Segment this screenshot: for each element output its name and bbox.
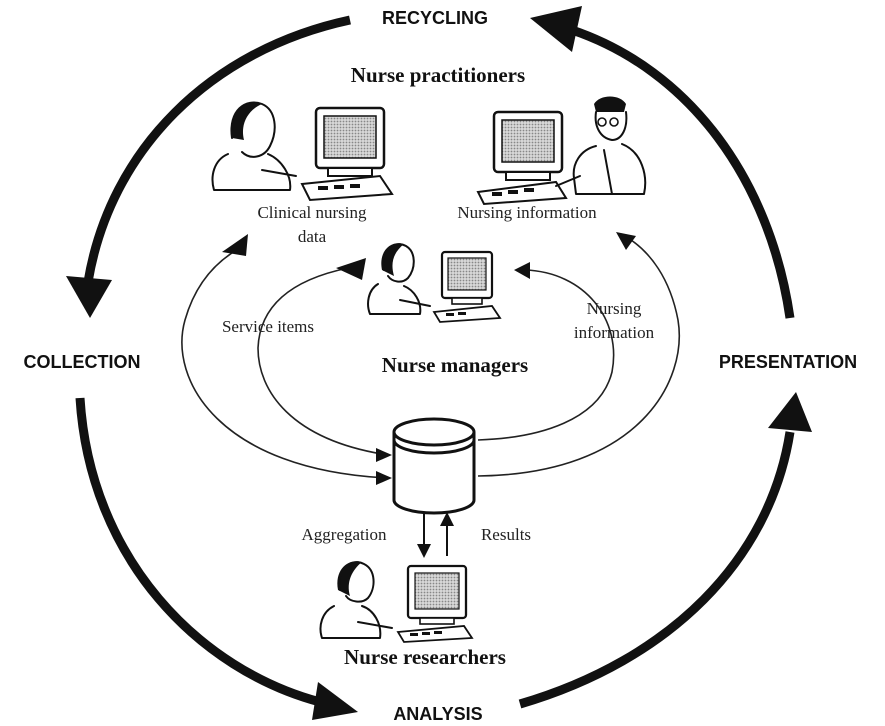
flow-arrowhead-nursing-information — [616, 232, 636, 250]
cycle-arrowhead-collection — [66, 276, 112, 318]
practitioner-right-workstation — [476, 96, 647, 206]
flow-arrowhead-clinical-data — [222, 234, 248, 256]
flow-arrowhead-managers-right — [514, 262, 530, 279]
flow-label-clinical-data: data — [298, 227, 327, 246]
flow-curve-managers-to-database — [477, 269, 615, 441]
cycle-arrowhead-recycling — [530, 6, 582, 52]
practitioner-left-workstation — [211, 101, 394, 202]
person-icon — [211, 101, 297, 191]
flow-label-nursing-information-1: Nursing — [587, 299, 642, 318]
role-title-practitioners: Nurse practitioners — [351, 63, 525, 87]
flow-label-results: Results — [481, 525, 531, 544]
cycle-arc-recycling-to-collection — [83, 15, 351, 283]
researcher-workstation — [319, 561, 474, 643]
role-title-researchers: Nurse researchers — [344, 645, 506, 669]
flow-curve-to-nursing-information — [477, 237, 680, 477]
flow-label-aggregation: Aggregation — [302, 525, 387, 544]
cycle-label-collection: COLLECTION — [24, 352, 141, 372]
cycle-arc-collection-to-analysis — [75, 397, 322, 707]
flow-arrowhead-into-database-1 — [376, 448, 392, 462]
outer-cycle — [66, 6, 812, 720]
inner-flows — [181, 232, 680, 558]
person-icon — [319, 561, 393, 639]
cycle-arc-presentation-to-recycling — [570, 25, 795, 319]
cycle-arc-analysis-to-presentation — [518, 431, 795, 709]
results-arrowhead — [440, 512, 454, 526]
cycle-label-recycling: RECYCLING — [382, 8, 488, 28]
cycle-label-analysis: ANALYSIS — [393, 704, 482, 724]
cycle-label-presentation: PRESENTATION — [719, 352, 857, 372]
aggregation-arrowhead — [417, 544, 431, 558]
flow-arrowhead-into-database-2 — [376, 471, 392, 485]
flow-label-service-items: Service items — [222, 317, 314, 336]
computer-workstation-icon — [476, 110, 568, 206]
person-icon — [555, 96, 647, 195]
flow-label-clinical-nursing: Clinical nursing — [257, 203, 367, 222]
computer-workstation-icon — [432, 250, 502, 323]
flow-arrowhead-managers — [336, 258, 366, 280]
flow-curve-to-clinical-data — [181, 247, 389, 479]
database-cylinder-icon — [392, 417, 476, 515]
flow-label-nursing-information-top: Nursing information — [457, 203, 597, 222]
computer-workstation-icon — [300, 106, 394, 202]
cycle-arrowhead-presentation — [768, 392, 812, 432]
flow-label-nursing-information-2: information — [574, 323, 655, 342]
person-icon — [367, 243, 431, 315]
computer-workstation-icon — [396, 564, 474, 643]
cycle-arrowhead-analysis — [312, 682, 358, 720]
flow-curve-to-managers — [257, 267, 389, 456]
manager-workstation — [367, 243, 502, 323]
role-title-managers: Nurse managers — [382, 353, 528, 377]
